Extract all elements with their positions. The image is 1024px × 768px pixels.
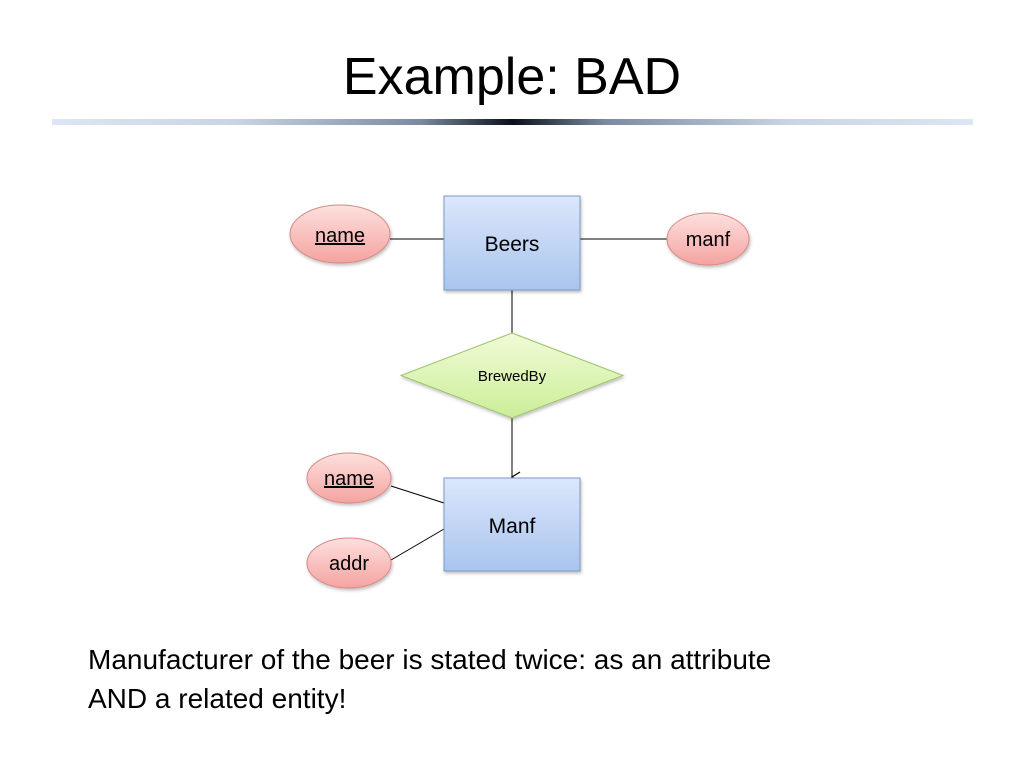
relationship-brewedby: BrewedBy (399, 332, 625, 419)
entity-beers: Beers (443, 195, 581, 291)
caption-line-1: Manufacturer of the beer is stated twice… (88, 644, 772, 675)
attribute-manf-name-label: name (324, 468, 374, 490)
connector-manf-name (390, 485, 445, 504)
connector-manf-addr (390, 528, 445, 561)
title-divider (52, 119, 973, 125)
attribute-manf-addr: addr (306, 537, 392, 589)
relationship-brewedby-label: BrewedBy (478, 368, 547, 385)
attribute-beers-manf: manf (666, 212, 750, 266)
entity-beers-label: Beers (485, 233, 540, 256)
attribute-manf-addr-label: addr (329, 553, 369, 575)
entity-manf: Manf (443, 477, 581, 572)
attribute-beers-name-label: name (315, 225, 365, 247)
attribute-beers-manf-label: manf (686, 229, 731, 251)
slide-title: Example: BAD (342, 48, 682, 106)
entity-manf-label: Manf (489, 515, 536, 538)
slide-caption: Manufacturer of the beer is stated twice… (88, 640, 948, 718)
caption-line-2: AND a related entity! (88, 683, 347, 714)
attribute-beers-name: name (289, 204, 391, 264)
attribute-manf-name: name (306, 452, 392, 504)
